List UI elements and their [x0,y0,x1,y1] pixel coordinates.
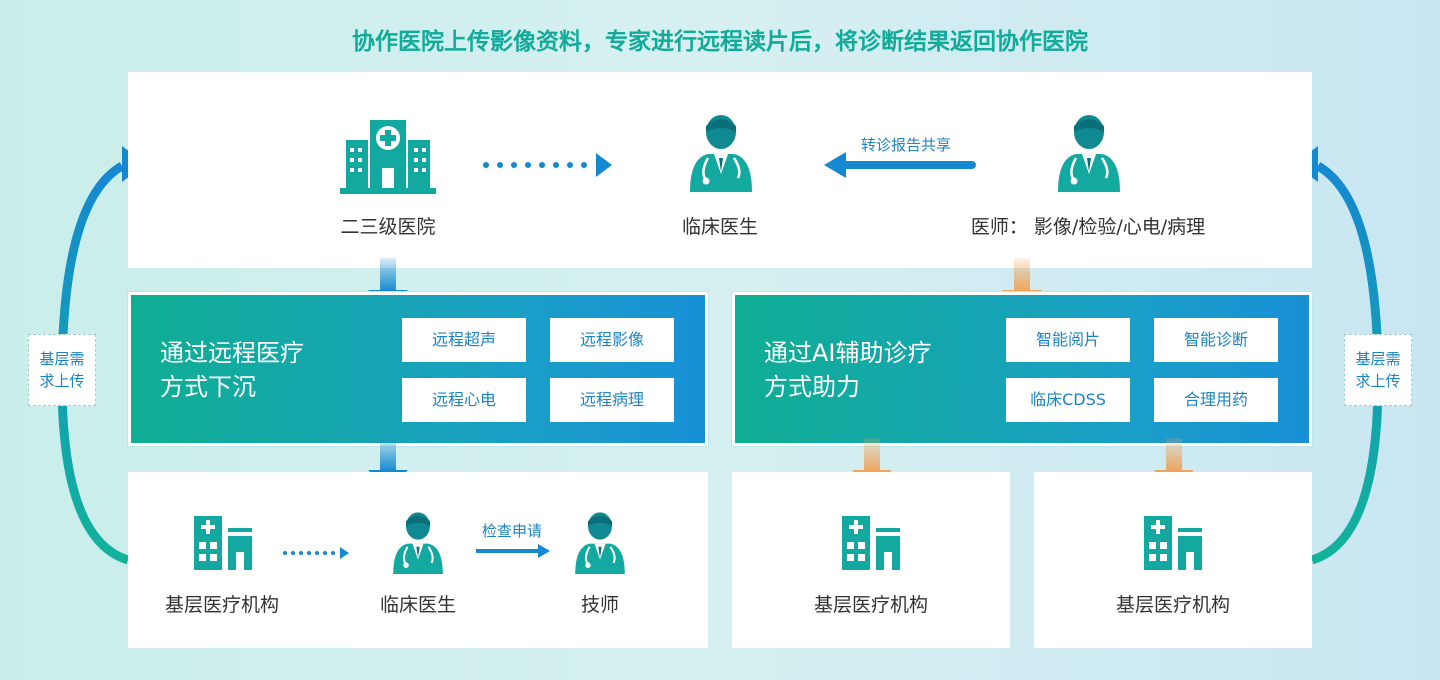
chip-remote-imaging: 远程影像 [550,318,674,362]
hospital-label: 二三级医院 [340,216,436,238]
chip-clinical-cdss: 临床CDSS [1006,378,1130,422]
left-upload-box: 基层需 求上传 [28,334,96,406]
clinic-icon-left [194,514,254,572]
remote-care-line2: 方式下沉 [160,373,256,401]
clinician-label-top: 临床医生 [681,216,758,238]
clinician-icon-bottom [390,510,446,574]
exam-request-label: 检查申请 [481,522,542,540]
left-upload-line1: 基层需 [39,350,85,368]
physician-label: 医师： 影像/检验/心电/病理 [970,216,1206,238]
ai-assist-line1: 通过AI辅助诊疗 [764,339,932,367]
institution-label-right: 基层医疗机构 [1115,594,1230,616]
ai-assist-line2: 方式助力 [764,373,860,401]
dotted-arrow-top [483,153,612,177]
chip-rational-drug: 合理用药 [1154,378,1278,422]
physician-icon [1054,112,1124,192]
remote-care-line1: 通过远程医疗 [160,339,304,367]
right-upload-line2: 求上传 [1355,372,1401,390]
institution-label-mid: 基层医疗机构 [813,594,928,616]
chip-smart-reading: 智能阅片 [1006,318,1130,362]
technician-icon [572,510,628,574]
clinician-icon-top [686,112,756,192]
clinician-label-bottom: 临床医生 [379,594,456,616]
exam-request-arrow [476,544,550,558]
technician-label: 技师 [580,594,619,616]
institution-label-left: 基层医疗机构 [164,594,279,616]
dotted-arrow-bottom [283,547,349,559]
hospital-icon [340,118,436,194]
right-upload-box: 基层需 求上传 [1344,334,1412,406]
chip-remote-ultrasound: 远程超声 [402,318,526,362]
right-upload-line1: 基层需 [1355,350,1401,368]
page-title: 协作医院上传影像资料，专家进行远程读片后，将诊断结果返回协作医院 [352,29,1088,55]
chip-remote-pathology: 远程病理 [550,378,674,422]
bottom-mid-panel [732,472,1010,648]
referral-arrow [824,152,976,178]
bottom-right-panel [1034,472,1312,648]
clinic-icon-mid [842,514,902,572]
chip-smart-diagnosis: 智能诊断 [1154,318,1278,362]
referral-label: 转诊报告共享 [860,136,951,154]
left-upload-line2: 求上传 [39,372,85,390]
chip-remote-ecg: 远程心电 [402,378,526,422]
ai-assist-text: 通过AI辅助诊疗 方式助力 [764,336,932,404]
clinic-icon-right [1144,514,1204,572]
remote-care-text: 通过远程医疗 方式下沉 [160,336,304,404]
